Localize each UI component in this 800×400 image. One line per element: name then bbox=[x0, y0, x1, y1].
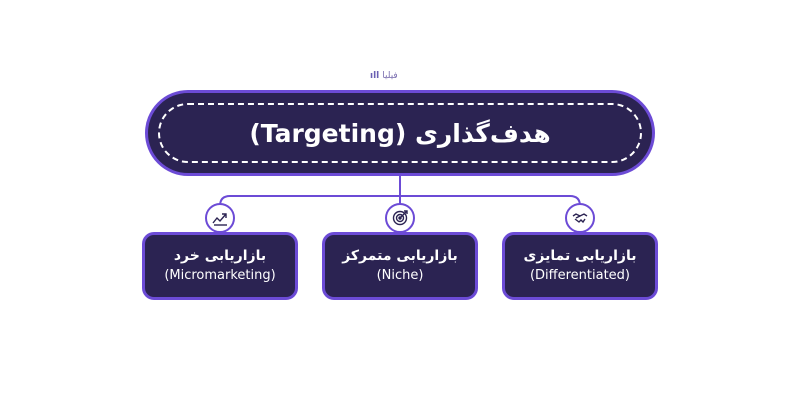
handshake-icon bbox=[565, 203, 595, 233]
logo-icon: ıll bbox=[370, 71, 380, 81]
watermark: ıll فیلیا bbox=[370, 71, 398, 81]
child-title-en: (Niche) bbox=[376, 268, 424, 283]
main-topic-box: هدف‌گذاری (Targeting) bbox=[145, 90, 655, 176]
child-title-en: (Differentiated) bbox=[529, 268, 631, 283]
growth-icon bbox=[205, 203, 235, 233]
child-title-fa: بازاریابی متمرکز bbox=[342, 248, 458, 264]
target-icon bbox=[385, 203, 415, 233]
child-title-fa: بازاریابی خرد bbox=[173, 248, 267, 264]
watermark-text: فیلیا bbox=[382, 71, 398, 81]
child-box-niche: بازاریابی متمرکز (Niche) bbox=[322, 232, 478, 300]
child-title-fa: بازاریابی تمایزی bbox=[523, 248, 637, 264]
child-box-differentiated: بازاریابی تمایزی (Differentiated) bbox=[502, 232, 658, 300]
dashed-border: هدف‌گذاری (Targeting) bbox=[158, 103, 642, 163]
child-title-en: (Micromarketing) bbox=[164, 268, 276, 283]
child-box-micromarketing: بازاریابی خرد (Micromarketing) bbox=[142, 232, 298, 300]
main-title: هدف‌گذاری (Targeting) bbox=[249, 118, 551, 148]
